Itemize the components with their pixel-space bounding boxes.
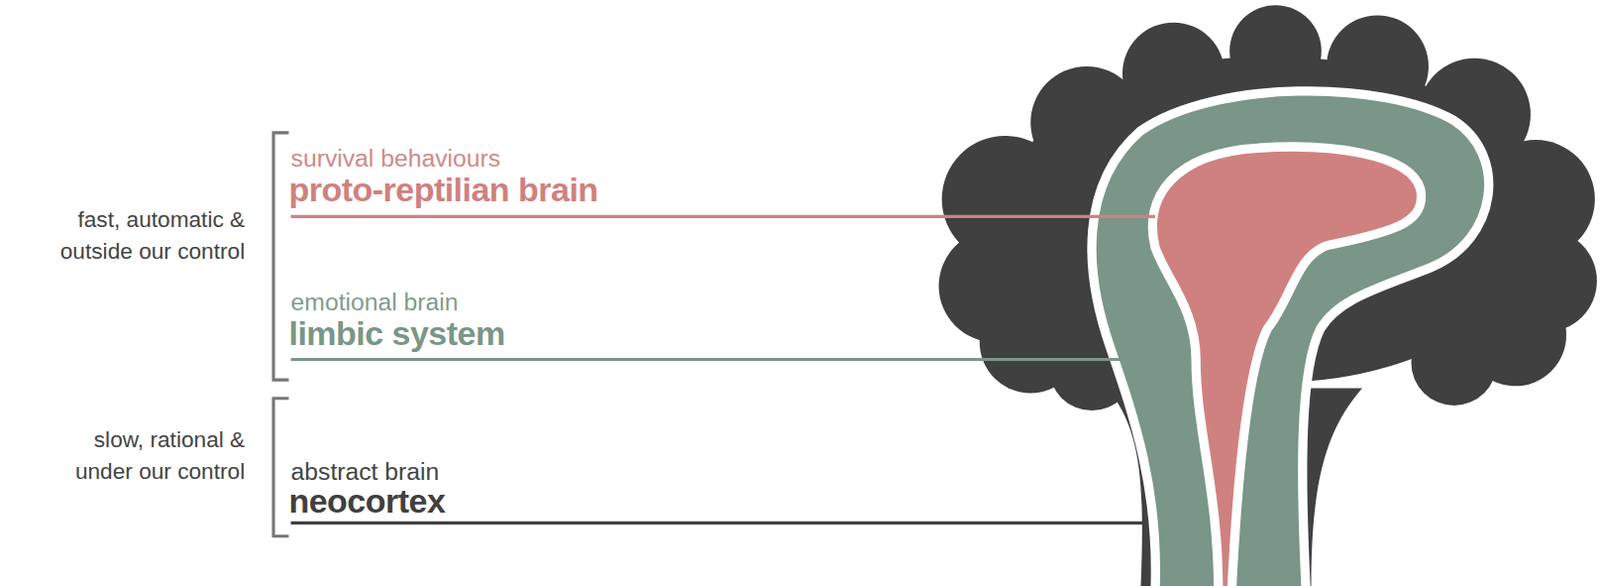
layer-subtitle: survival behaviours xyxy=(291,145,700,171)
limbic-shape xyxy=(1091,91,1490,586)
bracket xyxy=(273,132,289,380)
bracket-note: fast, automatic & outside our control xyxy=(35,203,245,267)
layer-subtitle: emotional brain xyxy=(291,290,700,316)
leader-line xyxy=(291,214,1156,218)
leader-line xyxy=(291,357,1142,361)
layer-name: limbic system xyxy=(288,316,799,350)
reptilian-shape xyxy=(1152,146,1421,586)
layer-name: neocortex xyxy=(288,483,799,518)
layer-name: proto-reptilian brain xyxy=(288,172,799,207)
bracket-note: slow, rational & under our control xyxy=(35,423,245,487)
layer-subtitle: abstract brain xyxy=(291,458,700,484)
bracket xyxy=(273,398,289,536)
leader-line xyxy=(291,521,1146,525)
